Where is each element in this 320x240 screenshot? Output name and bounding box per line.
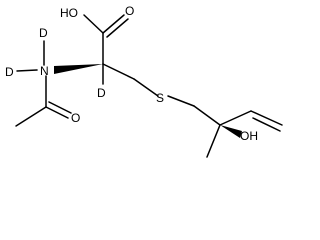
bond-acetyl-methyl: [15, 106, 47, 127]
bond-ch2-s: [133, 78, 159, 97]
label-acetyl-o: O: [71, 111, 80, 125]
bond-s-ch2: [167, 95, 195, 107]
bond-acetyl-o-double-b: [48, 101, 72, 114]
label-sulfur: S: [156, 91, 164, 105]
bond-vinyl-double-b: [252, 117, 281, 132]
bond-vinyl-double-a: [250, 110, 283, 126]
bond-quaternary-methyl: [206, 124, 221, 158]
bond-alpha-ch2: [102, 63, 135, 80]
bond-c-oh: [83, 14, 104, 34]
label-carboxyl-o: O: [125, 4, 134, 18]
bond-quaternary-vinyl: [219, 110, 252, 126]
label-carboxyl-oh: HO: [60, 6, 78, 20]
label-hydroxyl: OH: [240, 129, 258, 143]
label-nitrogen: N: [40, 64, 49, 78]
atom-labels: HO O D D N O D S OH: [5, 4, 258, 143]
label-deuterium-left: D: [5, 65, 14, 79]
label-deuterium-top: D: [39, 26, 48, 40]
bond-acetyl-o-double-a: [45, 106, 69, 119]
structure-canvas: HO O D D N O D S OH: [5, 4, 283, 158]
bond-n-d-left: [16, 69, 38, 72]
bond-c-o-double-b: [106, 18, 129, 38]
bond-c-o-double-a: [102, 14, 125, 34]
bond-alpha-n-wedge: [54, 64, 103, 74]
label-deuterium-alpha: D: [97, 86, 106, 100]
bonds: [15, 14, 283, 158]
bond-ch2-quaternary: [193, 105, 221, 126]
bond-quaternary-oh-wedge: [220, 125, 242, 138]
